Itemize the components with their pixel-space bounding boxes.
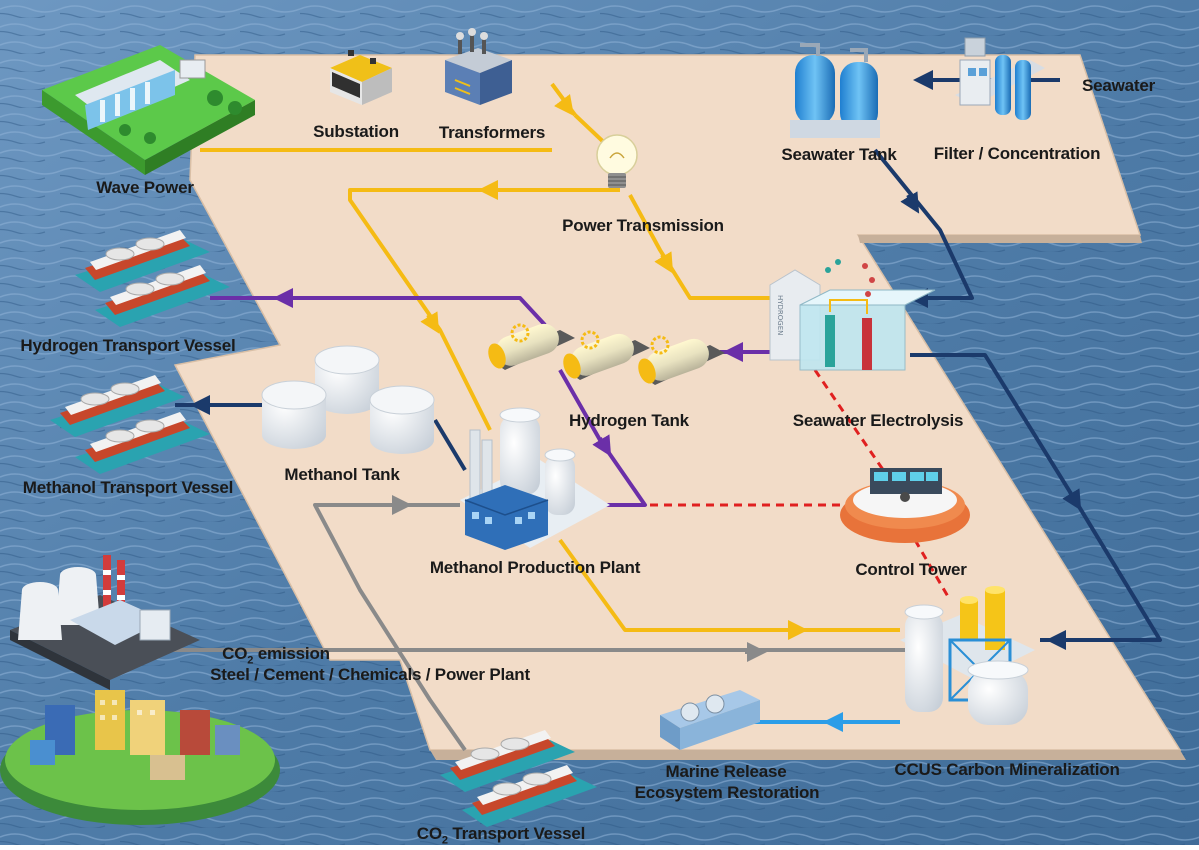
co2-vessel-co: CO (416, 824, 442, 843)
ccus-tower-icon (900, 586, 1035, 725)
label-hydrogen-tank: Hydrogen Tank (569, 411, 689, 430)
hydrogen-arrow-3 (592, 434, 612, 457)
light-bulb-icon (596, 134, 638, 188)
co2-emission-sub: 2 (247, 654, 254, 667)
label-co2-emission: CO2 emission (222, 644, 330, 666)
label-filter-concentration: Filter / Concentration (933, 144, 1101, 163)
hydrogen-line-to-methanol (558, 369, 647, 507)
control-lines (650, 369, 952, 601)
label-seawater-tank: Seawater Tank (781, 145, 897, 164)
label-seawater: Seawater (1082, 76, 1156, 95)
filter-unit-icon (955, 37, 1045, 120)
label-transformers: Transformers (438, 123, 546, 142)
co2-vessel-sub: 2 (441, 834, 448, 847)
label-methanol-tank: Methanol Tank (284, 465, 400, 484)
hydrogen-tank-icon (488, 323, 725, 385)
control-line-to-ccus (913, 539, 952, 601)
power-line-to-ccus (558, 538, 900, 632)
methanol-tank-icon (261, 345, 435, 454)
platform-edge-upper (858, 235, 1142, 243)
seawater-line-to-electrolysis (873, 148, 974, 300)
co2-emission-text: emission (253, 644, 330, 663)
control-tower-icon (840, 468, 970, 543)
electrolyzer-icon: HYDROGEN (769, 259, 936, 371)
co2-vessel-icon (440, 730, 597, 827)
power-arrow-3 (654, 251, 674, 274)
co2-vessel-text: Transport Vessel (447, 824, 586, 843)
city-icon (0, 690, 280, 825)
platform-edge (430, 750, 1186, 760)
power-arrow-2 (554, 94, 574, 116)
wave-power-icon (42, 45, 255, 175)
transformer-icon (445, 28, 512, 105)
label-emission-sources: Steel / Cement / Chemicals / Power Plant (210, 665, 530, 684)
power-line-to-methanol (348, 188, 620, 431)
co2-line-vessel-to-methanol (313, 503, 467, 752)
hydrogen-vessel-icon (75, 230, 230, 327)
label-methanol-transport-vessel: Methanol Transport Vessel (22, 478, 234, 497)
label-ccus-carbon-mineralization: CCUS Carbon Mineralization (894, 760, 1120, 779)
label-hydrogen-transport-vessel: Hydrogen Transport Vessel (20, 336, 236, 355)
water-arrow-2 (900, 191, 920, 214)
methanol-line-plant-to-tank (433, 418, 467, 472)
label-control-tower: Control Tower (855, 560, 967, 579)
seawater-tank-icon (790, 43, 880, 138)
power-line-to-electrolysis (628, 194, 790, 300)
label-wave-power: Wave Power (96, 178, 194, 197)
label-ecosystem-restoration: Ecosystem Restoration (634, 783, 820, 802)
co2-emission-co: CO (222, 644, 248, 663)
label-methanol-production-plant: Methanol Production Plant (429, 558, 641, 577)
electrolyzer-tag: HYDROGEN (776, 295, 784, 335)
power-arrow-4 (420, 311, 440, 334)
label-power-transmission: Power Transmission (562, 216, 724, 235)
label-co2-transport-vessel: CO2 Transport Vessel (416, 824, 586, 847)
methanol-vessel-icon (50, 375, 210, 474)
substation-icon (330, 50, 392, 105)
hydrogen-line-to-vessel (210, 296, 547, 327)
marine-outfall-icon (660, 690, 760, 750)
label-seawater-electrolysis: Seawater Electrolysis (792, 411, 964, 430)
methanol-plant-icon (460, 407, 610, 550)
label-substation: Substation (313, 122, 399, 141)
label-marine-release: Marine Release (665, 762, 787, 781)
factory-icon (10, 555, 200, 690)
co2-lines (160, 503, 940, 752)
offshore-platform (173, 54, 1182, 751)
water-arrow-4 (1062, 488, 1082, 511)
